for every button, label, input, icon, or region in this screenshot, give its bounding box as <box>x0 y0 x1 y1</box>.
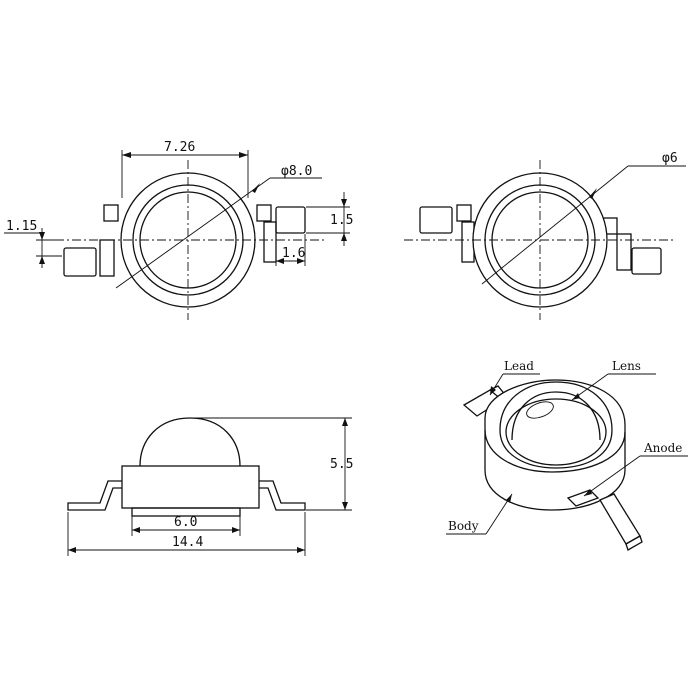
dim-height: 5.5 <box>330 457 353 472</box>
lead-tab-left <box>419 206 453 234</box>
lead-tab-right <box>275 206 306 234</box>
arrow-height-top <box>342 418 348 426</box>
arrow-width-left <box>122 152 131 158</box>
arrow-height-bottom <box>342 502 348 510</box>
label-body: Body <box>448 519 479 533</box>
arrow-1-15-top <box>39 232 45 240</box>
body-block <box>121 465 260 509</box>
lens-highlight <box>526 401 554 419</box>
arrow-lead <box>490 386 496 395</box>
side-elevation-view: 5.5 6.0 14.4 <box>67 417 353 556</box>
dim-lead-offset: 1.15 <box>6 219 37 234</box>
arrow-1-6-right <box>297 258 305 264</box>
dim-lead-length: 1.6 <box>282 246 305 261</box>
arrow-body <box>506 494 512 503</box>
body-top-edge <box>484 429 626 473</box>
lead-front <box>599 493 641 545</box>
dim-lens-diameter: φ6 <box>662 151 678 166</box>
label-anode: Anode <box>643 441 682 455</box>
lead-front-edge <box>625 535 643 551</box>
arrow-1-6-left <box>276 258 284 264</box>
diameter-arrow <box>589 188 597 199</box>
arrow-lens <box>572 393 580 400</box>
arrow-width-right <box>239 152 248 158</box>
lead-notch-right <box>256 204 272 222</box>
dim-width: 7.26 <box>164 140 195 155</box>
dim-lens-diameter: φ8.0 <box>281 164 312 179</box>
dim-total: 14.4 <box>172 535 203 550</box>
arrow-anode <box>584 489 592 496</box>
diameter-leader <box>115 177 271 289</box>
lead-right <box>259 480 306 511</box>
lens-dome <box>139 417 241 467</box>
isometric-view: Lead Lens Anode Body <box>446 359 688 551</box>
top-right-plan-view: φ6 <box>404 151 686 320</box>
top-left-plan-view: φ8.0 7.26 1.15 1.5 1.6 <box>4 140 353 320</box>
lead-arm-left <box>461 221 475 263</box>
arrow-base-right <box>232 527 240 533</box>
arrow-total-left <box>68 547 76 553</box>
dim-lead-height: 1.5 <box>330 213 353 228</box>
dim-base: 6.0 <box>174 515 197 530</box>
lens-rim <box>499 381 613 469</box>
arrow-total-right <box>297 547 305 553</box>
lead-tab-left <box>63 247 97 277</box>
lead-arm-right <box>263 221 277 263</box>
arrow-1-5-top <box>341 199 347 207</box>
lead-left <box>67 480 122 511</box>
lead-arm-right <box>616 233 632 271</box>
lens-dome-outline <box>511 391 601 441</box>
diameter-arrow <box>252 183 260 193</box>
lens-ring <box>505 398 607 466</box>
label-lead: Lead <box>504 359 534 373</box>
diameter-leader <box>481 165 629 285</box>
arrow-1-5-bottom <box>341 233 347 241</box>
lead-notch-left <box>456 204 472 222</box>
arrow-1-15-bottom <box>39 256 45 264</box>
label-lens: Lens <box>612 359 641 373</box>
leader-anode <box>583 455 641 497</box>
body-standoff <box>131 507 241 517</box>
right-lead-notch-left <box>103 204 119 222</box>
lead-tab-right <box>631 247 662 275</box>
lead-arm-left <box>99 239 115 277</box>
arrow-base-left <box>132 527 140 533</box>
